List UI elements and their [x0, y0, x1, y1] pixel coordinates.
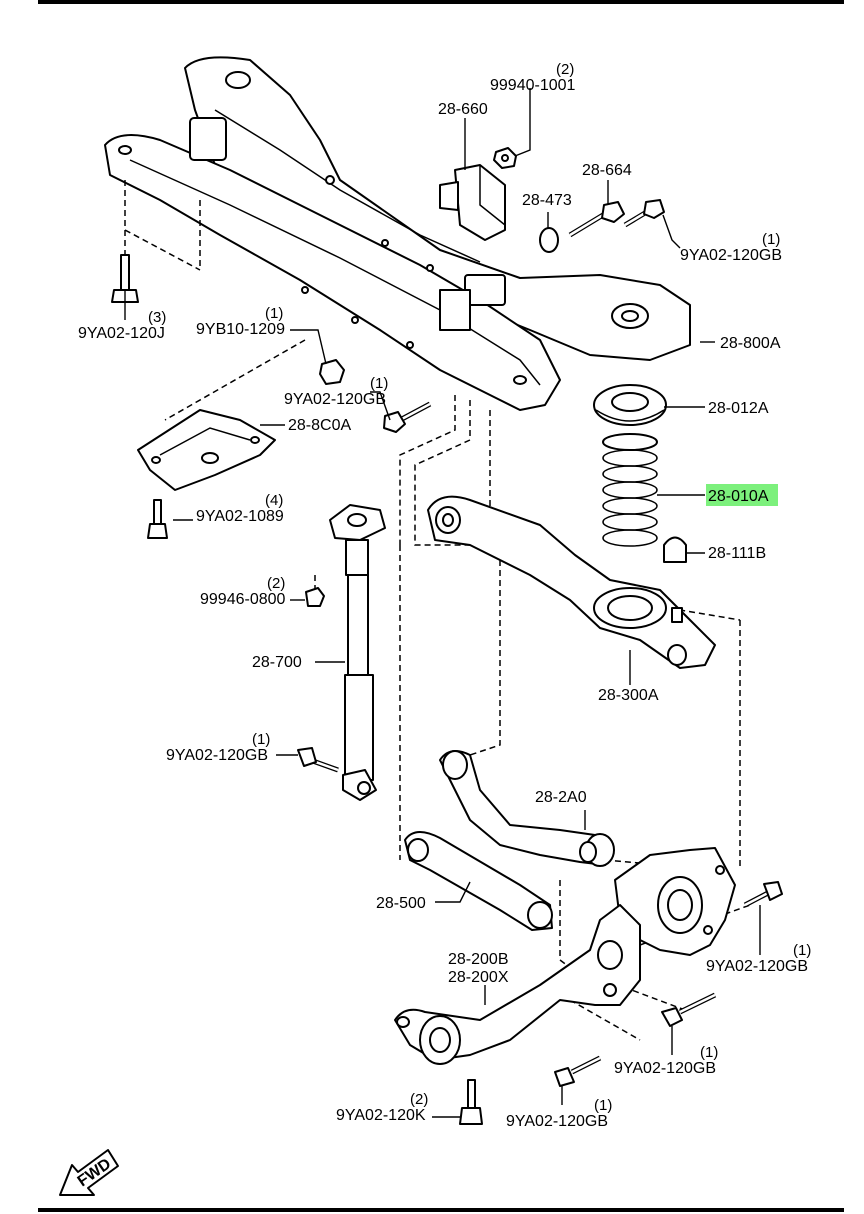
qty-9ya02-120gb-a: (1)	[762, 231, 780, 248]
qty-99940-1001: (2)	[556, 61, 574, 78]
label-9ya02-120k: 9YA02-120K	[336, 1107, 426, 1124]
qty-9ya02-120gb-b: (1)	[370, 375, 388, 392]
label-9ya02-120gb-d: 9YA02-120GB	[706, 958, 808, 975]
label-28-200x: 28-200X	[448, 969, 509, 986]
bolt-9ya02-120gb-shock	[297, 747, 339, 773]
qty-99946-0800: (2)	[267, 575, 285, 592]
bracket-28-8c0a	[137, 409, 276, 491]
label-9ya02-120gb-b: 9YA02-120GB	[284, 391, 386, 408]
nut-99940-1001	[493, 147, 517, 169]
bolt-9ya02-120gb-right	[743, 881, 783, 908]
fwd-arrow-icon: FWD	[59, 1149, 119, 1196]
label-28-473: 28-473	[522, 192, 572, 209]
label-9yb10-1209: 9YB10-1209	[196, 321, 285, 338]
bottom-border	[38, 1208, 844, 1212]
mount-28-660	[439, 164, 506, 241]
label-9ya02-120gb-c: 9YA02-120GB	[166, 747, 268, 764]
upper-arm-28-2a0	[439, 750, 615, 867]
label-9ya02-120gb-a: 9YA02-120GB	[680, 247, 782, 264]
bolt-9ya02-120gb-lower-right	[661, 992, 717, 1027]
bolt-9ya02-120gb-top	[623, 199, 665, 228]
label-28-660: 28-660	[438, 101, 488, 118]
trailing-arm-28-200	[394, 904, 641, 1065]
qty-9ya02-120j: (3)	[148, 309, 166, 326]
bolt-9ya02-120gb-bottom	[554, 1055, 602, 1087]
qty-9ya02-120gb-d: (1)	[793, 942, 811, 959]
top-border	[38, 0, 844, 4]
qty-9ya02-120gb-c: (1)	[252, 731, 270, 748]
label-28-8c0a: 28-8C0A	[288, 417, 351, 434]
knuckle	[614, 847, 736, 956]
link-28-500	[404, 831, 553, 931]
bolt-9ya02-1089	[147, 499, 168, 539]
highlight-28-010a	[706, 484, 778, 506]
qty-9ya02-120gb-e: (1)	[700, 1044, 718, 1061]
label-28-012a: 28-012A	[708, 400, 769, 417]
lower-arm-28-300a	[427, 495, 716, 669]
nut-9yb10-1209	[319, 359, 345, 385]
bolt-28-664	[568, 201, 625, 238]
label-28-200b: 28-200B	[448, 951, 509, 968]
label-28-111b: 28-111B	[708, 545, 766, 562]
part-labels: (2) 99940-1001 28-660 28-664 28-473 (1) …	[78, 61, 811, 1130]
label-28-664: 28-664	[582, 162, 632, 179]
label-99946-0800: 99946-0800	[200, 591, 286, 608]
label-9ya02-1089: 9YA02-1089	[196, 508, 284, 525]
qty-9ya02-120k: (2)	[410, 1091, 428, 1108]
spring-seat-28-012a	[593, 384, 667, 426]
label-28-2a0: 28-2A0	[535, 789, 587, 806]
label-9ya02-120j: 9YA02-120J	[78, 325, 165, 342]
crossmember-subframe	[104, 56, 691, 411]
label-9ya02-120gb-f: 9YA02-120GB	[506, 1113, 608, 1130]
stopper-28-473	[539, 227, 559, 253]
leader-lines	[124, 88, 761, 1118]
qty-9yb10-1209: (1)	[265, 305, 283, 322]
label-28-300a: 28-300A	[598, 687, 659, 704]
label-9ya02-120gb-e: 9YA02-120GB	[614, 1060, 716, 1077]
label-28-700: 28-700	[252, 654, 302, 671]
coil-spring-28-010a	[602, 433, 658, 547]
shock-absorber-28-700	[329, 504, 386, 801]
label-28-800a: 28-800A	[720, 335, 781, 352]
bolt-9ya02-120gb-mid	[383, 401, 432, 433]
nut-99946-0800	[305, 587, 325, 607]
label-28-500: 28-500	[376, 895, 426, 912]
label-99940-1001: 99940-1001	[490, 77, 576, 94]
qty-9ya02-120gb-f: (1)	[594, 1097, 612, 1114]
qty-9ya02-1089: (4)	[265, 492, 283, 509]
label-28-010a: 28-010A	[708, 488, 769, 505]
bolt-9ya02-120k	[459, 1079, 483, 1125]
bump-stop-28-111b	[663, 536, 687, 563]
